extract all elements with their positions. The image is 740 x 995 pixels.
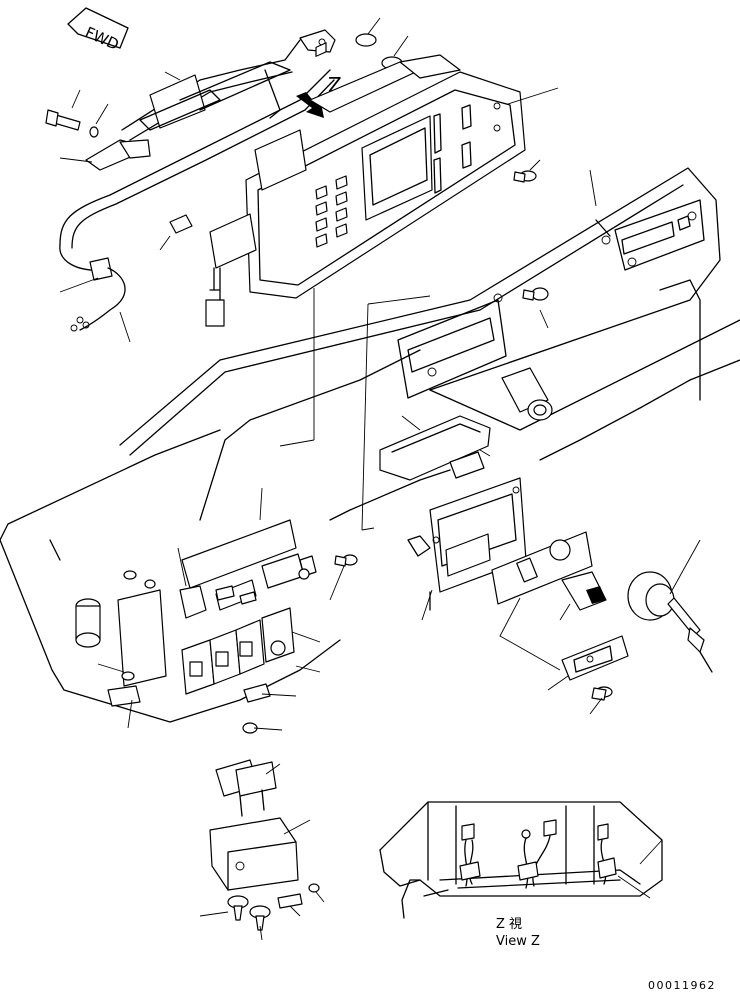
- switch-plate-center: [407, 477, 527, 611]
- screw-right-panel: [513, 170, 537, 183]
- storage-tray: [379, 415, 491, 481]
- harness-connector: [70, 257, 126, 332]
- relay-bracket: [209, 683, 320, 931]
- console-outline: [0, 279, 740, 723]
- leader-lines: [59, 17, 701, 941]
- drawing-number: 00011962: [648, 979, 716, 992]
- key-switch: [627, 571, 713, 673]
- rocker-switch-bezel: [561, 635, 629, 681]
- blank-plate: [491, 531, 607, 611]
- dashboard-cover: [119, 167, 721, 456]
- view-z-detail: [379, 801, 663, 919]
- bracket-hinge-assembly: [59, 29, 336, 271]
- left-switch-panel: [117, 519, 317, 695]
- view-caption-en: View Z: [496, 934, 540, 949]
- view-caption-jp: Z 視: [496, 917, 522, 932]
- screw-bezel: [591, 686, 613, 701]
- cigarette-lighter: [501, 367, 553, 421]
- small-cylinder: [169, 214, 193, 234]
- monitor-panel: [205, 42, 526, 327]
- fwd-arrow: FWD: [67, 7, 129, 54]
- bolt-near-lighter: [522, 287, 549, 301]
- fwd-label: FWD: [82, 23, 121, 54]
- bolt-top-left: [45, 109, 99, 138]
